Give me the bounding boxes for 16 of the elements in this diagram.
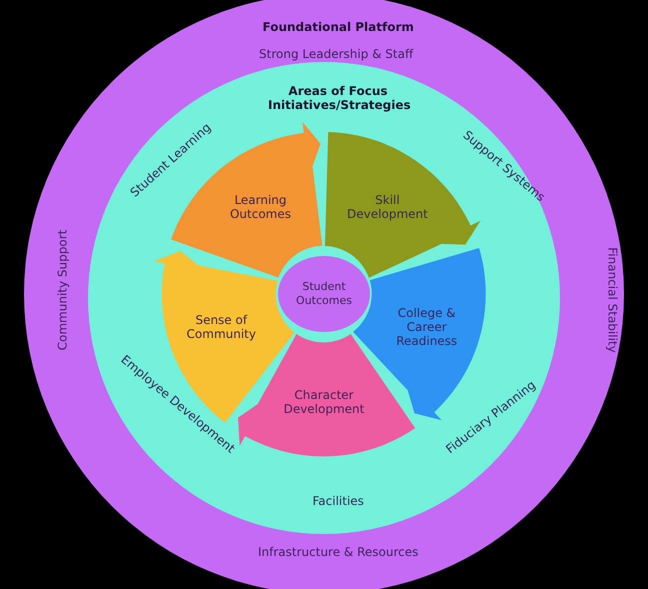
segment-label: Learning Outcomes xyxy=(228,192,292,221)
outer-ring xyxy=(24,0,624,589)
ring-label: Community Support xyxy=(54,230,69,350)
ring-label: Facilities xyxy=(312,494,364,508)
center-label: Student Outcomes xyxy=(295,280,353,308)
segment-label: Character Development xyxy=(282,388,366,416)
segment-label: Skill Development xyxy=(346,192,429,221)
heading: Foundational Platform xyxy=(262,20,414,34)
ring-label: Infrastructure & Resources xyxy=(258,545,418,559)
heading: Areas of Focus Initiatives/Strategies xyxy=(268,84,408,112)
ring-label: Strong Leadership & Staff xyxy=(259,47,414,61)
center-circle xyxy=(278,256,370,332)
segment-label: Sense of Community xyxy=(186,313,257,342)
ring-label: Financial Stability xyxy=(605,247,620,353)
inner-ring xyxy=(88,62,560,534)
segment-label: College & Career Readiness xyxy=(395,306,458,348)
